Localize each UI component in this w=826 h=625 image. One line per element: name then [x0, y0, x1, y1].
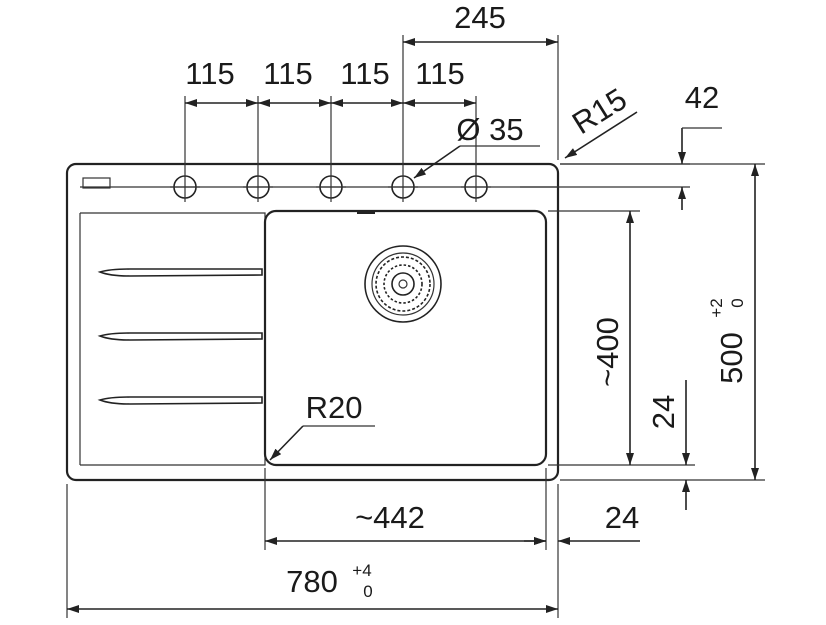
dim-spacing-1-label: 115	[185, 56, 234, 91]
dim-245: 245	[402, 0, 559, 172]
tap-hole-5	[461, 172, 491, 202]
dim-bowl-radius: R20	[269, 390, 375, 461]
dim-245-label: 245	[454, 0, 506, 35]
overall-depth-tol-upper: +2	[707, 298, 726, 317]
overall-width-tol-upper: +4	[352, 561, 371, 580]
dim-spacing-3-label: 115	[340, 56, 389, 91]
tap-hole-2	[243, 172, 273, 202]
bowl-depth-label: ~400	[590, 317, 625, 387]
hole-diameter-label: Ø 35	[456, 112, 523, 147]
tap-hole-1	[170, 172, 200, 202]
dim-24-right-label: 24	[646, 395, 681, 429]
overall-width-label: 780	[286, 564, 338, 599]
dim-24-bottom-label: 24	[605, 500, 639, 535]
dim-overall-width: 780 +4 0	[66, 484, 559, 618]
overall-depth-tol-lower: 0	[728, 298, 747, 307]
dim-42-label: 42	[685, 80, 719, 115]
tap-hole-4	[388, 172, 418, 202]
dim-tap-spacing: 115 115 115 115	[184, 56, 477, 172]
dim-bowl-width: ~442	[264, 468, 547, 550]
tap-hole-markers	[170, 172, 491, 202]
sink-bowl	[263, 209, 548, 467]
overall-depth-label: 500	[714, 332, 749, 384]
overall-width-tol-lower: 0	[363, 582, 372, 601]
dim-outer-radius: R15	[564, 81, 638, 159]
tap-hole-3	[316, 172, 346, 202]
dim-overall-depth: 500 +2 0	[560, 163, 765, 481]
dim-spacing-4-label: 115	[415, 56, 464, 91]
drainer-groove-3	[97, 396, 263, 405]
outer-radius-label: R15	[566, 81, 633, 141]
dim-bowl-depth: ~400	[548, 210, 695, 466]
drainer-groove-2	[97, 332, 263, 341]
bowl-width-label: ~442	[355, 500, 425, 535]
dim-hole-diameter: Ø 35	[413, 112, 540, 179]
dim-24-bottom: 24	[524, 484, 640, 550]
drainer-area	[79, 212, 266, 466]
logo-plate	[82, 177, 111, 189]
dim-24-right: 24	[560, 380, 695, 510]
drain-strainer	[364, 245, 442, 323]
dim-42: 42	[520, 80, 722, 210]
drainer-groove-1	[97, 268, 263, 277]
bowl-radius-label: R20	[306, 390, 363, 425]
dim-spacing-2-label: 115	[263, 56, 312, 91]
